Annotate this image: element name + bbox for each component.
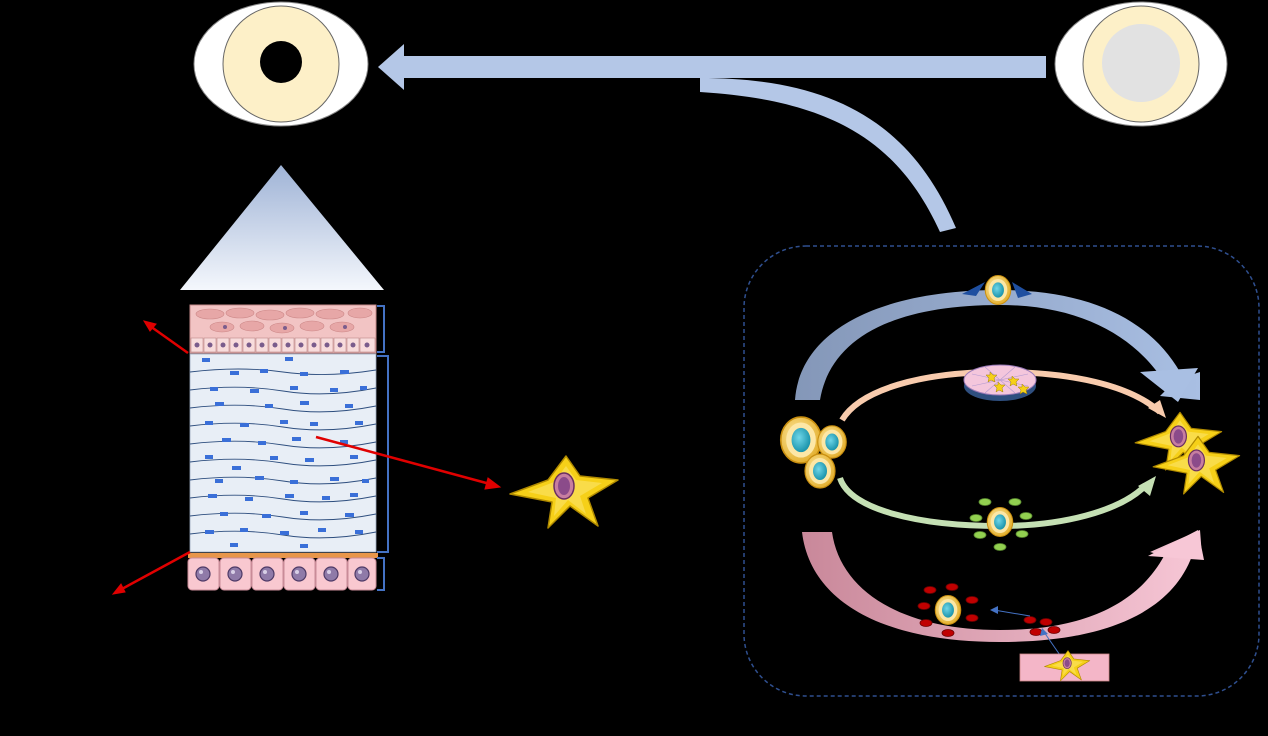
treatment-flow-arrow: [378, 44, 1046, 232]
stem-cell-with-factors-icon: [969, 498, 1033, 551]
healthy-eye-icon: [193, 1, 369, 127]
opaque-cornea-eye-icon: [1054, 1, 1228, 127]
donor-tissue-icon: [1019, 650, 1110, 682]
top-pathway-arrow: [795, 275, 1200, 402]
layer-brackets: [377, 305, 389, 591]
stroma-layer: [189, 353, 377, 553]
keratocyte-nuclei: [202, 357, 369, 548]
regeneration-panel: [743, 245, 1260, 697]
migrating-stem-cell-icon: [962, 275, 1032, 305]
pointer-arrows: [111, 320, 502, 595]
stem-cell-cluster-icon: [779, 416, 847, 489]
growth-factor-pathway-arrow: [837, 476, 1156, 551]
magnification-triangle: [180, 165, 384, 290]
stem-cell-with-secreted-factors-icon: [917, 583, 1063, 659]
keratocyte-icon: [509, 455, 619, 529]
scaffold-pathway-arrow: [839, 364, 1166, 422]
coculture-pathway-arrow: [802, 530, 1204, 682]
descemet-membrane: [188, 553, 378, 558]
endothelium-layer: [187, 557, 377, 591]
epithelium-layer: [189, 304, 377, 354]
scaffold-disc-icon: [963, 364, 1037, 401]
